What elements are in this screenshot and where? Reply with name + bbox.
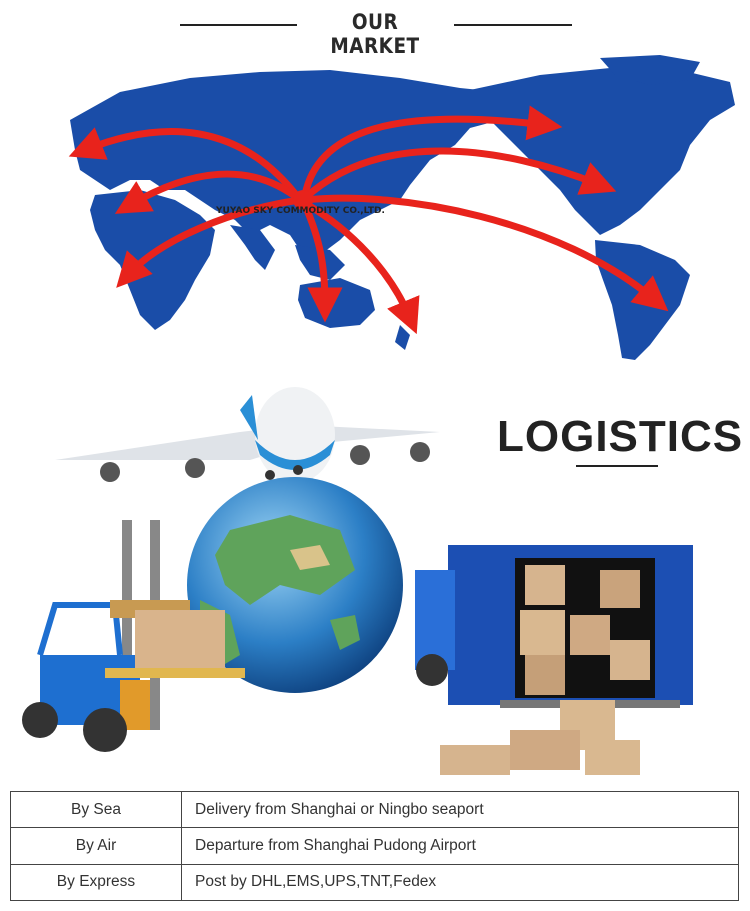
truck-icon [415,545,693,775]
logistics-underline [576,465,658,467]
greenland [600,55,700,85]
south-america [595,240,690,360]
eurasia [70,70,520,255]
arrow-to-new-zealand [304,201,420,335]
australia [298,278,375,328]
shipping-method: By Sea [10,790,182,829]
table-row: By Air Departure from Shanghai Pudong Ai… [10,827,739,865]
world-map [68,55,735,360]
header-rule-left [180,24,297,26]
table-row: By Express Post by DHL,EMS,UPS,TNT,Fedex [10,863,739,902]
shipping-detail: Delivery from Shanghai or Ningbo seaport [181,790,739,829]
shipping-method: By Express [10,863,182,902]
shipping-methods-table: By Sea Delivery from Shanghai or Ningbo … [10,790,739,902]
arrow-to-europe [68,127,304,204]
table-row: By Sea Delivery from Shanghai or Ningbo … [10,790,739,829]
arrow-to-south-america [301,194,669,312]
arrow-to-north-america [301,147,617,202]
arrow-to-middle-east [114,170,304,214]
trade-arrows [68,105,669,335]
section-header: OUR MARKET [0,0,750,58]
africa [90,190,215,330]
forklift-icon [22,520,245,752]
arrow-to-australia [301,201,343,323]
header-rule-right [454,24,572,26]
continents [70,55,735,360]
shipping-detail: Post by DHL,EMS,UPS,TNT,Fedex [181,863,739,902]
arrow-to-russia [301,105,563,199]
airplane-icon [55,387,440,483]
logistics-illustration [22,387,693,775]
new-zealand [395,325,410,350]
origin-marker [293,190,313,210]
logistics-title: LOGISTICS [497,412,744,461]
arrow-to-africa [116,196,304,288]
section-title: OUR MARKET [330,10,420,58]
company-label: YUYAO SKY COMMODITY CO.,LTD. [216,206,385,216]
north-america [470,68,735,235]
south-asia [230,225,275,270]
shipping-method: By Air [10,827,182,865]
shipping-detail: Departure from Shanghai Pudong Airport [181,827,739,865]
